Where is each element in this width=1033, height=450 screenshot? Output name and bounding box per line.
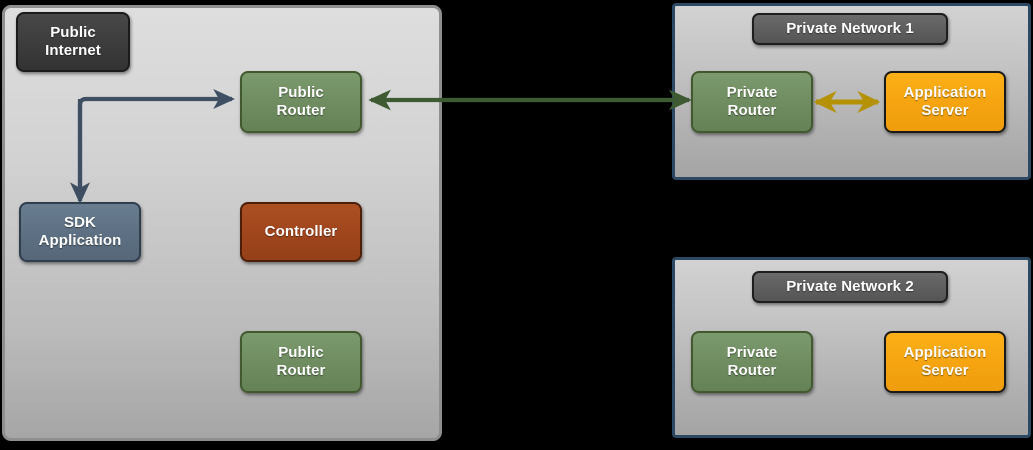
node-controller[interactable]: Controller [240, 202, 362, 262]
node-public-router-top-label: Public Router [276, 83, 326, 119]
node-public-router-top[interactable]: Public Router [240, 71, 362, 133]
node-private-router-1-label: Private Router [726, 83, 778, 119]
node-private-router-1[interactable]: Private Router [691, 71, 813, 133]
node-application-server-2-label: Application Server [903, 343, 987, 379]
node-public-internet-label: Public Internet [45, 23, 101, 59]
label-private-network-1-text: Private Network 1 [786, 19, 914, 37]
node-public-router-bottom[interactable]: Public Router [240, 331, 362, 393]
node-application-server-1[interactable]: Application Server [884, 71, 1006, 133]
node-application-server-2[interactable]: Application Server [884, 331, 1006, 393]
label-private-network-2: Private Network 2 [752, 271, 948, 303]
node-public-internet[interactable]: Public Internet [16, 12, 130, 72]
node-sdk-application[interactable]: SDK Application [19, 202, 141, 262]
node-controller-label: Controller [264, 222, 338, 240]
node-application-server-1-label: Application Server [903, 83, 987, 119]
label-private-network-2-text: Private Network 2 [786, 277, 914, 295]
node-public-router-bottom-label: Public Router [276, 343, 326, 379]
node-sdk-application-label: SDK Application [38, 213, 122, 249]
label-private-network-1: Private Network 1 [752, 13, 948, 45]
node-private-router-2-label: Private Router [726, 343, 778, 379]
node-private-router-2[interactable]: Private Router [691, 331, 813, 393]
